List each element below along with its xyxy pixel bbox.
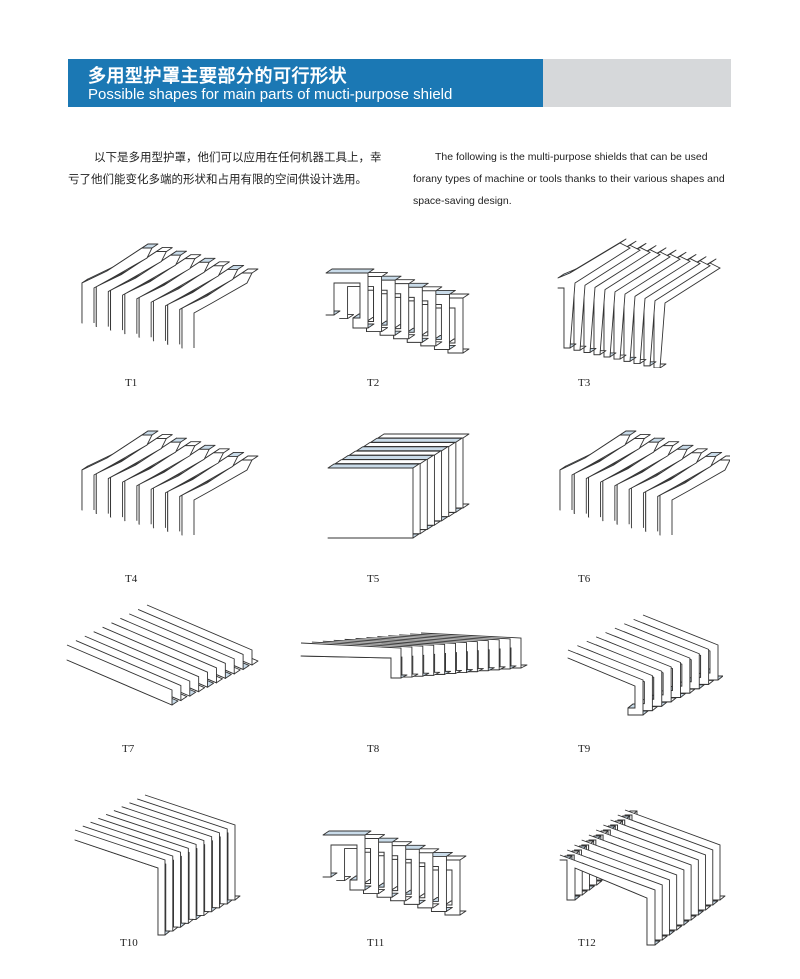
box-frame-bellows-shield-icon	[327, 433, 470, 539]
page-title-english: Possible shapes for main parts of mucti-…	[88, 86, 453, 103]
shape-t8	[296, 618, 531, 693]
shape-label-t5: T5	[367, 573, 380, 585]
shape-t10	[70, 790, 250, 940]
shape-t5	[318, 428, 478, 558]
shape-t9	[563, 600, 723, 735]
page-title-chinese: 多用型护罩主要部分的可行形状	[88, 66, 347, 87]
c-channel-bellows-shield-icon	[322, 830, 467, 916]
shape-t7	[62, 595, 267, 725]
shape-label-t4: T4	[125, 573, 138, 585]
shape-t2	[318, 233, 478, 368]
hat-bellows-shield-icon	[557, 238, 721, 368]
shape-label-t6: T6	[578, 573, 591, 585]
shape-t3	[550, 233, 730, 368]
flat-flange-bellows-shield-icon	[300, 632, 528, 679]
arch-bellows-shield-icon	[81, 243, 259, 349]
shape-t6	[550, 420, 730, 560]
shape-label-t12: T12	[578, 937, 596, 949]
arch-bellows-shield-icon	[559, 430, 730, 536]
intro-text-english: The following is the multi-purpose shiel…	[413, 151, 725, 207]
shape-label-t2: T2	[367, 377, 380, 389]
shape-label-t10: T10	[120, 937, 138, 949]
header-bar	[68, 59, 543, 107]
shape-label-t3: T3	[578, 377, 591, 389]
shape-label-t1: T1	[125, 377, 138, 389]
shape-label-t7: T7	[122, 743, 135, 755]
shape-t12	[555, 800, 735, 950]
c-channel-bellows-shield-icon	[325, 268, 470, 354]
flat-bellows-shield-icon	[66, 604, 259, 706]
l-drop-bellows-shield-icon	[74, 794, 241, 936]
shape-t11	[315, 795, 500, 940]
u-channel-bellows-shield-icon	[559, 809, 726, 946]
arch-bellows-shield-icon	[81, 430, 259, 536]
shape-label-t11: T11	[367, 937, 385, 949]
header-accent-block	[543, 59, 731, 107]
shape-t1	[72, 233, 262, 368]
shape-label-t8: T8	[367, 743, 380, 755]
shape-label-t9: T9	[578, 743, 591, 755]
shape-t4	[72, 420, 262, 560]
l-hook-bellows-shield-icon	[567, 614, 723, 716]
intro-text-chinese: 以下是多用型护罩，他们可以应用在任何机器工具上，幸亏了他们能变化多端的形状和占用…	[68, 150, 382, 186]
